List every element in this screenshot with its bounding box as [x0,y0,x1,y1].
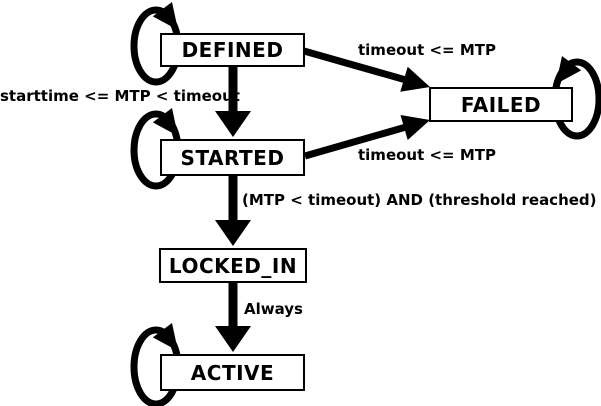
state-label-defined: DEFINED [181,38,284,62]
state-label-failed: FAILED [460,92,542,117]
self-loop-active-arrowhead-icon [152,323,178,351]
edge-label-started-to-failed: timeout <= MTP [358,146,497,164]
arrow-defined-to-failed-arrowhead-icon [400,66,430,92]
state-box-failed: FAILED [429,87,573,122]
state-label-started: STARTED [180,145,285,170]
state-box-active: ACTIVE [160,354,305,391]
arrow-started-to-locked-in-arrowhead-icon [215,220,251,246]
arrow-started-to-locked-in [215,174,251,246]
arrow-defined-to-started [215,65,251,137]
state-label-active: ACTIVE [190,360,275,385]
edge-label-started-to-locked-in: (MTP < timeout) AND (threshold reached) [242,191,597,209]
arrow-locked-in-to-active [215,281,251,352]
arrow-defined-to-failed [303,47,430,92]
state-box-defined: DEFINED [160,33,305,67]
self-loop-started-arrowhead-icon [152,108,178,136]
state-box-started: STARTED [160,139,305,176]
arrow-locked-in-to-active-arrowhead-icon [215,326,251,352]
edge-label-defined-to-failed: timeout <= MTP [358,41,497,59]
edge-label-defined-to-started: starttime <= MTP < timeout [0,87,240,105]
arrow-started-to-failed-shaft [304,123,407,160]
arrow-started-to-failed [304,115,430,160]
arrow-defined-to-started-arrowhead-icon [215,111,251,137]
arrow-started-to-failed-arrowhead-icon [400,115,430,140]
self-loop-defined-arrowhead-icon [152,2,178,30]
self-loop-failed-arrowhead-icon [556,56,582,84]
arrow-defined-to-failed-shaft [303,47,407,84]
state-label-locked-in: LOCKED_IN [168,253,298,278]
edge-label-locked-in-to-active: Always [244,300,303,318]
state-box-locked-in: LOCKED_IN [159,248,307,283]
